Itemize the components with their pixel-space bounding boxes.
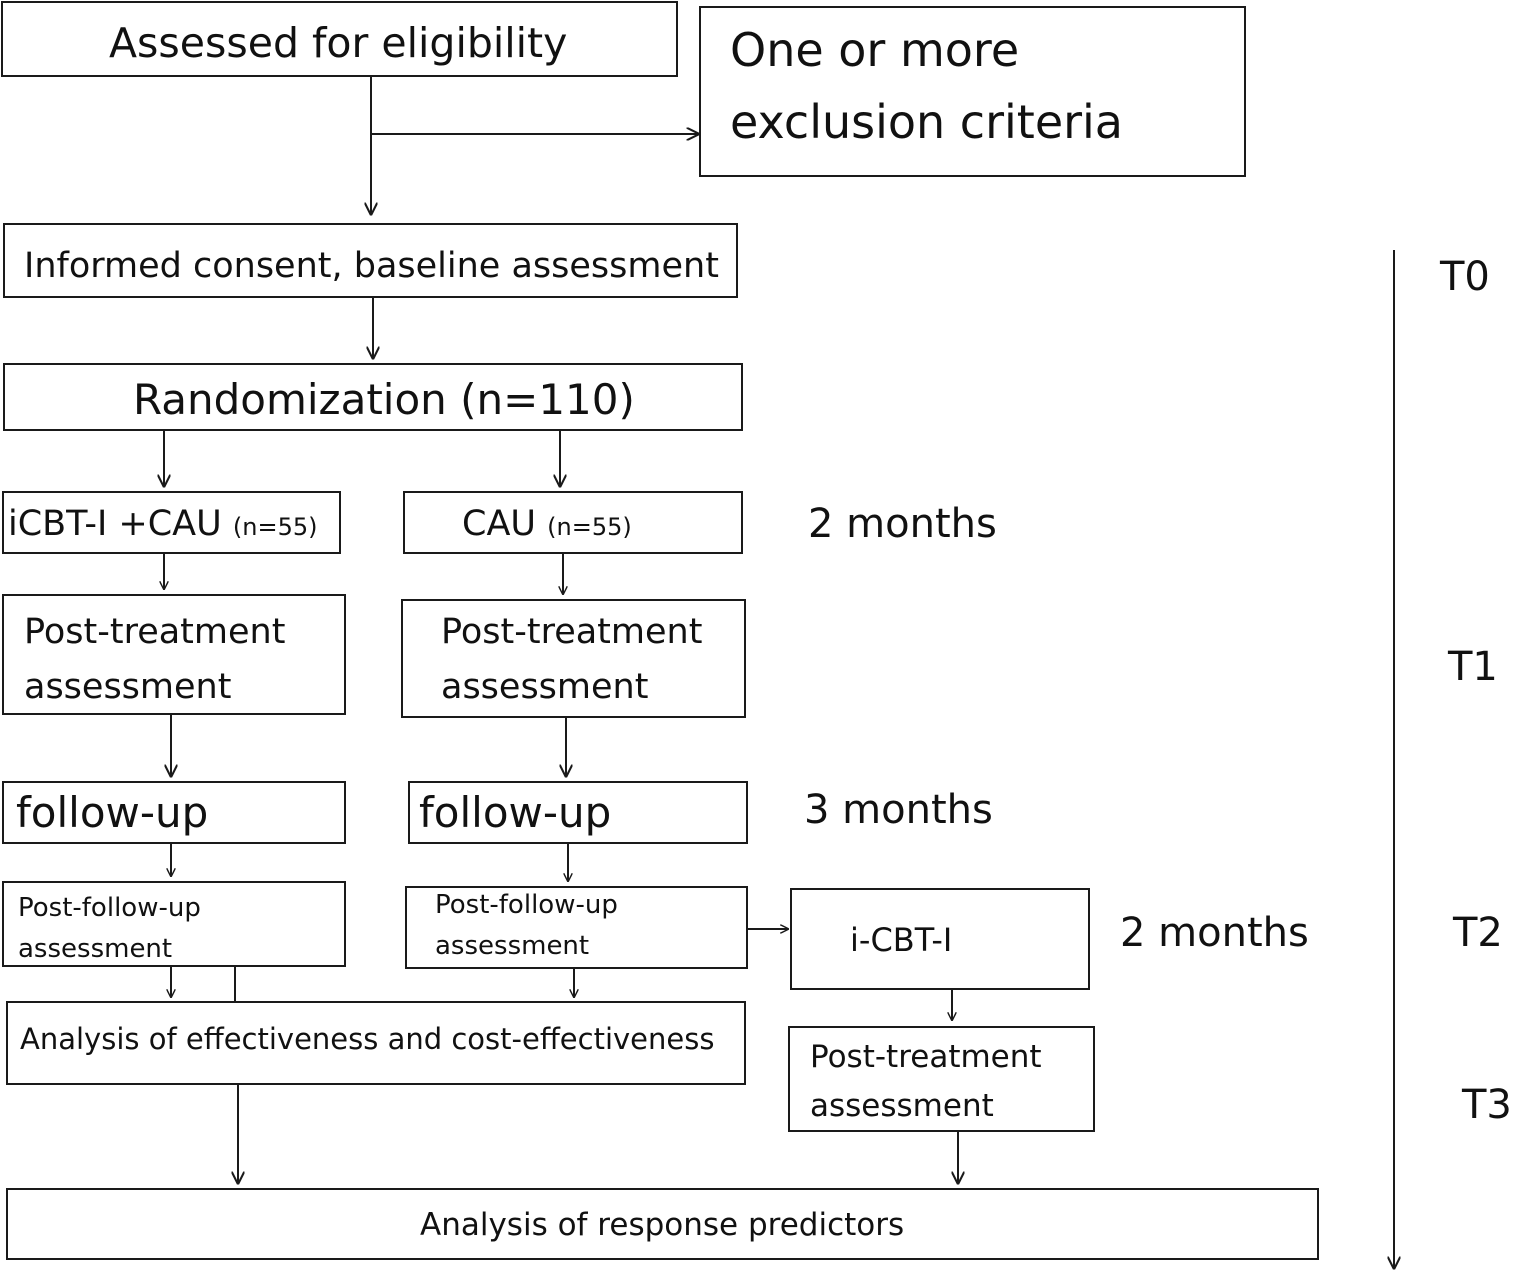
randomization-label: Randomization (n=110) (133, 375, 635, 424)
consent-label: Informed consent, baseline assessment (24, 246, 719, 286)
arm-a-post-follow-up-line2: assessment (18, 934, 173, 964)
arm-a-count: (n=55) (232, 513, 318, 541)
eligibility-label: Assessed for eligibility (109, 19, 568, 67)
arm-b-post-treatment-line2: assessment (441, 667, 649, 707)
arm-b-post-treatment-line1: Post-treatment (441, 612, 703, 652)
arm-a-name: iCBT-I +CAU (8, 504, 222, 544)
crossover-post-treatment-line1: Post-treatment (810, 1039, 1042, 1075)
arm-b-post-follow-up-line1: Post-follow-up (435, 890, 618, 920)
arm-b-follow-up-box: follow-up (408, 781, 748, 844)
arm-b-box: CAU (n=55) (403, 491, 743, 554)
arm-b-post-treatment-box: Post-treatment assessment (401, 599, 746, 718)
arm-a-label: iCBT-I +CAU (n=55) (8, 507, 317, 542)
treatment-duration-label: 2 months (808, 501, 997, 547)
arm-b-post-follow-up-box: Post-follow-up assessment (405, 886, 748, 969)
arm-a-post-treatment-box: Post-treatment assessment (2, 594, 346, 715)
timepoint-t0: T0 (1440, 254, 1490, 300)
arm-a-post-treatment-line1: Post-treatment (24, 612, 286, 652)
arm-b-count: (n=55) (547, 513, 632, 541)
crossover-duration-label: 2 months (1120, 910, 1309, 956)
timepoint-t2: T2 (1453, 910, 1503, 956)
arm-a-post-treatment-line2: assessment (24, 667, 232, 707)
exclusion-box: One or more exclusion criteria (699, 6, 1246, 177)
arm-b-post-follow-up-line2: assessment (435, 931, 590, 961)
arm-a-follow-up-box: follow-up (2, 781, 346, 844)
timepoint-t3: T3 (1462, 1082, 1512, 1128)
crossover-icbt-label: i-CBT-I (850, 921, 953, 959)
arm-a-post-follow-up-line1: Post-follow-up (18, 893, 201, 923)
arm-b-label: CAU (n=55) (462, 507, 632, 542)
consent-box: Informed consent, baseline assessment (3, 223, 738, 298)
eligibility-box: Assessed for eligibility (1, 1, 678, 77)
follow-up-duration-label: 3 months (804, 787, 993, 833)
arm-a-follow-up-label: follow-up (16, 788, 209, 837)
crossover-post-treatment-line2: assessment (810, 1088, 994, 1124)
arm-a-box: iCBT-I +CAU (n=55) (2, 491, 341, 554)
arm-b-name: CAU (462, 504, 536, 544)
crossover-icbt-box: i-CBT-I (790, 888, 1090, 990)
exclusion-label-line1: One or more (730, 23, 1020, 77)
crossover-post-treatment-box: Post-treatment assessment (788, 1026, 1095, 1132)
effectiveness-analysis-box: Analysis of effectiveness and cost-effec… (6, 1001, 746, 1085)
timepoint-t1: T1 (1448, 644, 1498, 690)
arm-a-post-follow-up-box: Post-follow-up assessment (2, 881, 346, 967)
arm-b-follow-up-label: follow-up (419, 788, 612, 837)
effectiveness-analysis-label: Analysis of effectiveness and cost-effec… (20, 1022, 715, 1056)
response-predictors-box: Analysis of response predictors (6, 1188, 1319, 1260)
exclusion-label-line2: exclusion criteria (730, 95, 1123, 149)
response-predictors-label: Analysis of response predictors (420, 1207, 905, 1243)
randomization-box: Randomization (n=110) (3, 363, 743, 431)
